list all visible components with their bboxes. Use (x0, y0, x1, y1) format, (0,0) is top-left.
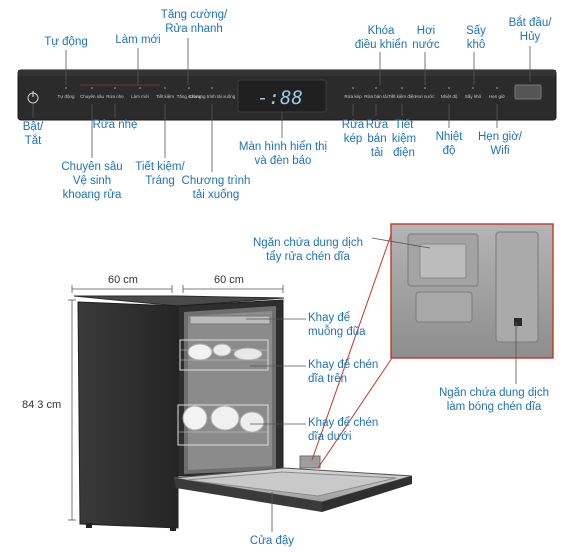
label-lower-rack: Khay để chén dĩa dưới (308, 417, 379, 443)
label-upper-rack: Khay để chén dĩa trên (308, 359, 379, 385)
key-half: Rửa bán tải (364, 93, 388, 99)
label-eco-rinse: Tiết kiệm/ Tráng (135, 161, 185, 187)
callout-line-bottom (317, 357, 393, 469)
key-timer: Hẹn giờ (489, 94, 505, 99)
label-dual-wash: Rửa kép (341, 119, 365, 145)
key-temp: Nhiệt độ (441, 94, 458, 99)
key-eco: Tiết kiệm (156, 94, 174, 99)
label-start-cancel: Bắt đầu/ Hủy (508, 17, 552, 43)
callout-line-top (311, 231, 393, 461)
cutlery-tray (189, 315, 271, 325)
key-refresh: Làm mới (131, 94, 149, 99)
label-detergent-compartment: Ngăn chứa dung dịch tẩy rửa chén dĩa (253, 237, 363, 263)
key-gentle: Rửa nhẹ (106, 93, 124, 99)
key-dual: Rửa kép (344, 93, 362, 99)
panel-key-texts: Tự động Chuyên sâu Rửa nhẹ Làm mới Tiết … (57, 93, 505, 99)
label-energy-saver: Tiết kiệm điện (391, 119, 417, 159)
label-rinse-aid-compartment: Ngăn chứa dung dịch làm bóng chén dĩa (439, 387, 549, 413)
power-icon[interactable] (27, 91, 39, 104)
door-dispenser (299, 455, 321, 469)
label-refresh: Làm mới (115, 34, 161, 46)
width-dimension: 60 cm (108, 274, 138, 286)
depth-dimension: 60 cm (214, 274, 244, 286)
rinse-aid-compartment (495, 231, 539, 343)
label-cutlery-tray: Khay để muỗng đũa (308, 312, 366, 338)
display-digits: -:88 (257, 87, 303, 109)
label-half-load: Rửa bán tải (365, 119, 389, 159)
dishwasher-unit (73, 295, 413, 531)
label-temperature: Nhiệt độ (435, 131, 463, 157)
label-gentle: Rửa nhẹ (92, 119, 138, 131)
key-boost: Tăng cường (177, 94, 202, 99)
label-child-lock: Khóa điều khiển (354, 25, 408, 51)
key-auto: Tự động (57, 94, 75, 99)
label-power: Bật/ Tắt (22, 121, 44, 147)
machine-leader-lines (246, 318, 306, 532)
panel-leader-lines (32, 38, 531, 172)
label-download-program: Chương trình tải xuống (181, 175, 251, 201)
upper-rack (179, 339, 269, 371)
start-button[interactable] (514, 84, 542, 100)
label-auto: Tự động (44, 36, 88, 48)
label-display: Màn hình hiển thị và đèn báo (238, 141, 328, 167)
detergent-leader (371, 237, 431, 249)
key-intensive: Chuyên sâu (80, 94, 105, 99)
label-timer-wifi: Hẹn giờ/ Wifi (478, 131, 522, 157)
dimension-lines (68, 285, 284, 521)
label-door: Cửa đậy (249, 535, 295, 547)
dispenser-closeup (390, 223, 554, 359)
key-energy: Tiết kiệm điện (388, 94, 416, 99)
label-intensive-clean: Chuyên sâu Vệ sinh khoang rửa (61, 161, 123, 201)
label-intensive-rapid: Tăng cường/ Rửa nhanh (160, 9, 228, 35)
key-steam: Hơi nước (415, 94, 435, 99)
control-panel: Tự động Chuyên sâu Rửa nhẹ Làm mới Tiết … (17, 69, 557, 121)
lower-rack (177, 404, 269, 446)
label-steam: Hơi nước (412, 25, 440, 51)
label-dry: Sấy khô (466, 25, 486, 51)
height-dimension: 84 3 cm (22, 399, 62, 411)
panel-dots (65, 87, 498, 89)
key-dry: Sấy khô (465, 94, 482, 99)
key-download: Chương trình tải xuống (189, 94, 236, 99)
